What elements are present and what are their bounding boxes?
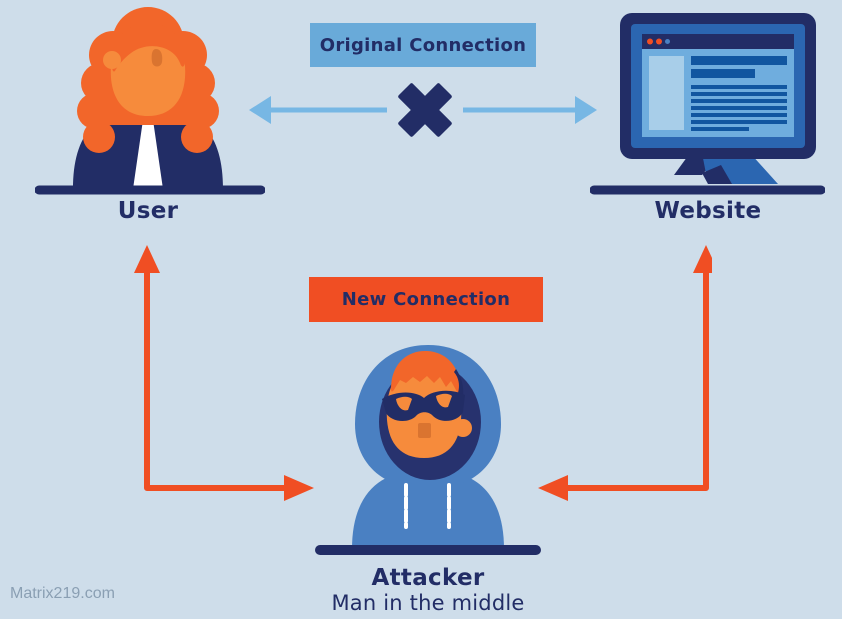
arrow-up-icon	[134, 245, 160, 273]
window-dot-icon	[647, 38, 653, 45]
mask-eyes	[396, 393, 452, 411]
arrow-left-icon	[249, 96, 387, 124]
page-sidebar-block	[649, 56, 684, 130]
hair-outline	[454, 369, 464, 397]
attacker-hair	[391, 350, 461, 394]
new-connection-label: New Connection	[309, 277, 543, 322]
watermark: Matrix219.com	[10, 585, 115, 602]
new-connection-arrow-left	[134, 245, 314, 501]
arrow-right-icon	[463, 96, 597, 124]
user-ear	[103, 51, 121, 69]
user-fringe	[112, 23, 185, 72]
window-dot-icon	[665, 39, 670, 44]
user-label: User	[117, 198, 179, 224]
page-text-lines	[691, 56, 787, 131]
website-label: Website	[654, 198, 762, 224]
website-illustration	[590, 13, 825, 195]
attacker-sublabel: Man in the middle	[331, 591, 525, 615]
blocked-x-icon	[398, 83, 452, 137]
user-illustration	[35, 7, 265, 195]
original-connection-label: Original Connection	[310, 23, 536, 67]
attacker-nose	[418, 423, 431, 438]
window-dot-icon	[656, 38, 662, 45]
arrow-right-icon	[284, 475, 314, 501]
monitor-screen	[642, 34, 794, 137]
attacker-body	[352, 474, 504, 549]
arrow-left-icon	[538, 475, 568, 501]
hoodie-drawstrings	[404, 483, 451, 529]
attacker-face	[386, 367, 462, 458]
attacker-label: Attacker	[371, 565, 485, 591]
original-connection-arrow	[249, 83, 597, 137]
attacker-illustration	[315, 345, 541, 555]
new-connection-arrow-right	[538, 245, 712, 501]
arrow-up-icon	[693, 245, 712, 273]
user-nose	[151, 49, 163, 67]
